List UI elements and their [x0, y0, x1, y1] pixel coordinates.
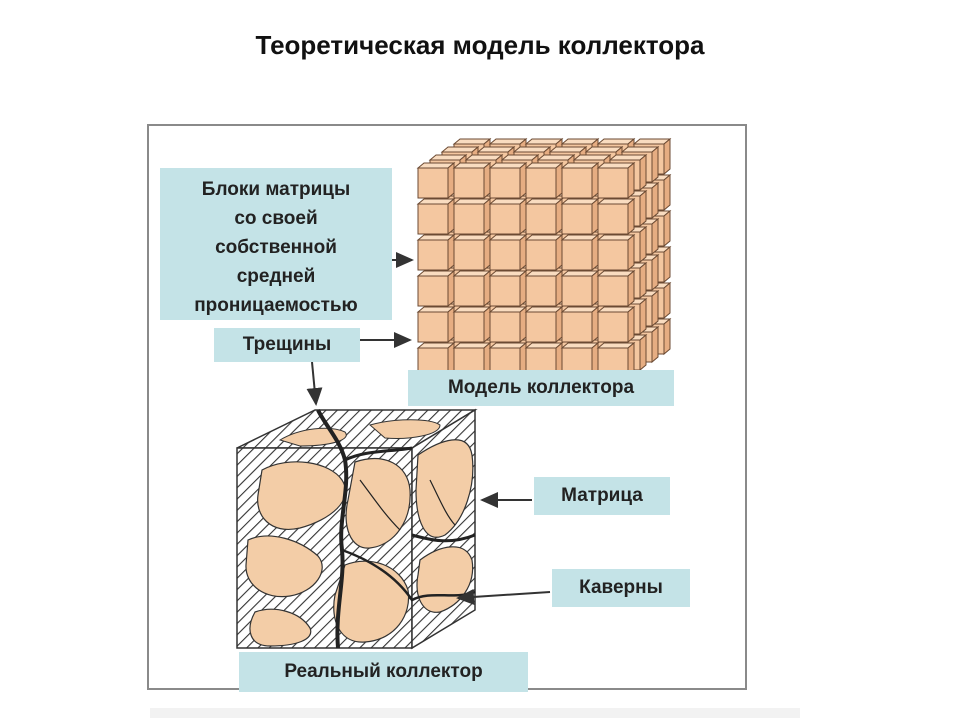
- matrix-block: [639, 225, 647, 264]
- matrix-block: [417, 275, 449, 307]
- matrix-block: [627, 269, 635, 308]
- matrix-block: [651, 145, 659, 184]
- matrix-block: [663, 137, 671, 176]
- matrix-block: [627, 161, 635, 200]
- matrix-block: [417, 167, 449, 199]
- matrix-block: [627, 197, 635, 236]
- matrix-block: [663, 317, 671, 356]
- matrix-block: [597, 311, 629, 343]
- label-model: Модель коллектора: [408, 370, 674, 406]
- matrix-block: [651, 253, 659, 292]
- matrix-block: [663, 281, 671, 320]
- block-model-cube: [416, 137, 672, 380]
- matrix-block: [453, 311, 485, 343]
- matrix-block: [627, 233, 635, 272]
- matrix-block: [561, 167, 593, 199]
- real-reservoir-cube: [236, 408, 478, 650]
- label-caverns: Каверны: [552, 569, 690, 607]
- matrix-block: [525, 167, 557, 199]
- matrix-block: [651, 289, 659, 328]
- label-real-reservoir: Реальный коллектор: [239, 652, 528, 692]
- matrix-block: [663, 209, 671, 248]
- matrix-block: [561, 275, 593, 307]
- matrix-block: [489, 311, 521, 343]
- matrix-block: [453, 203, 485, 235]
- matrix-block: [453, 167, 485, 199]
- matrix-block: [639, 333, 647, 372]
- matrix-block: [417, 311, 449, 343]
- matrix-block: [651, 181, 659, 220]
- matrix-block: [525, 239, 557, 271]
- matrix-block: [651, 325, 659, 364]
- matrix-block: [561, 239, 593, 271]
- matrix-block: [489, 275, 521, 307]
- label-fractures: Трещины: [214, 328, 360, 362]
- matrix-block: [525, 203, 557, 235]
- matrix-block: [639, 297, 647, 336]
- label-matrix-blocks: Блоки матрицы со своей собственной средн…: [160, 168, 392, 320]
- label-matrix: Матрица: [534, 477, 670, 515]
- matrix-block: [417, 203, 449, 235]
- arrows: [306, 252, 551, 605]
- matrix-block: [417, 239, 449, 271]
- matrix-block: [453, 239, 485, 271]
- matrix-block: [489, 239, 521, 271]
- matrix-block: [525, 275, 557, 307]
- matrix-block: [639, 189, 647, 228]
- matrix-block: [597, 239, 629, 271]
- matrix-block: [639, 261, 647, 300]
- matrix-block: [525, 311, 557, 343]
- matrix-block: [627, 305, 635, 344]
- matrix-block: [453, 275, 485, 307]
- matrix-block: [561, 203, 593, 235]
- matrix-block: [597, 275, 629, 307]
- matrix-block: [489, 167, 521, 199]
- matrix-block: [639, 153, 647, 192]
- matrix-block: [651, 217, 659, 256]
- matrix-block: [597, 167, 629, 199]
- matrix-block: [663, 245, 671, 284]
- matrix-block: [663, 173, 671, 212]
- matrix-block: [561, 311, 593, 343]
- matrix-block: [597, 203, 629, 235]
- matrix-block: [489, 203, 521, 235]
- page-title: Теоретическая модель коллектора: [255, 30, 705, 60]
- bottom-strip: [150, 708, 800, 718]
